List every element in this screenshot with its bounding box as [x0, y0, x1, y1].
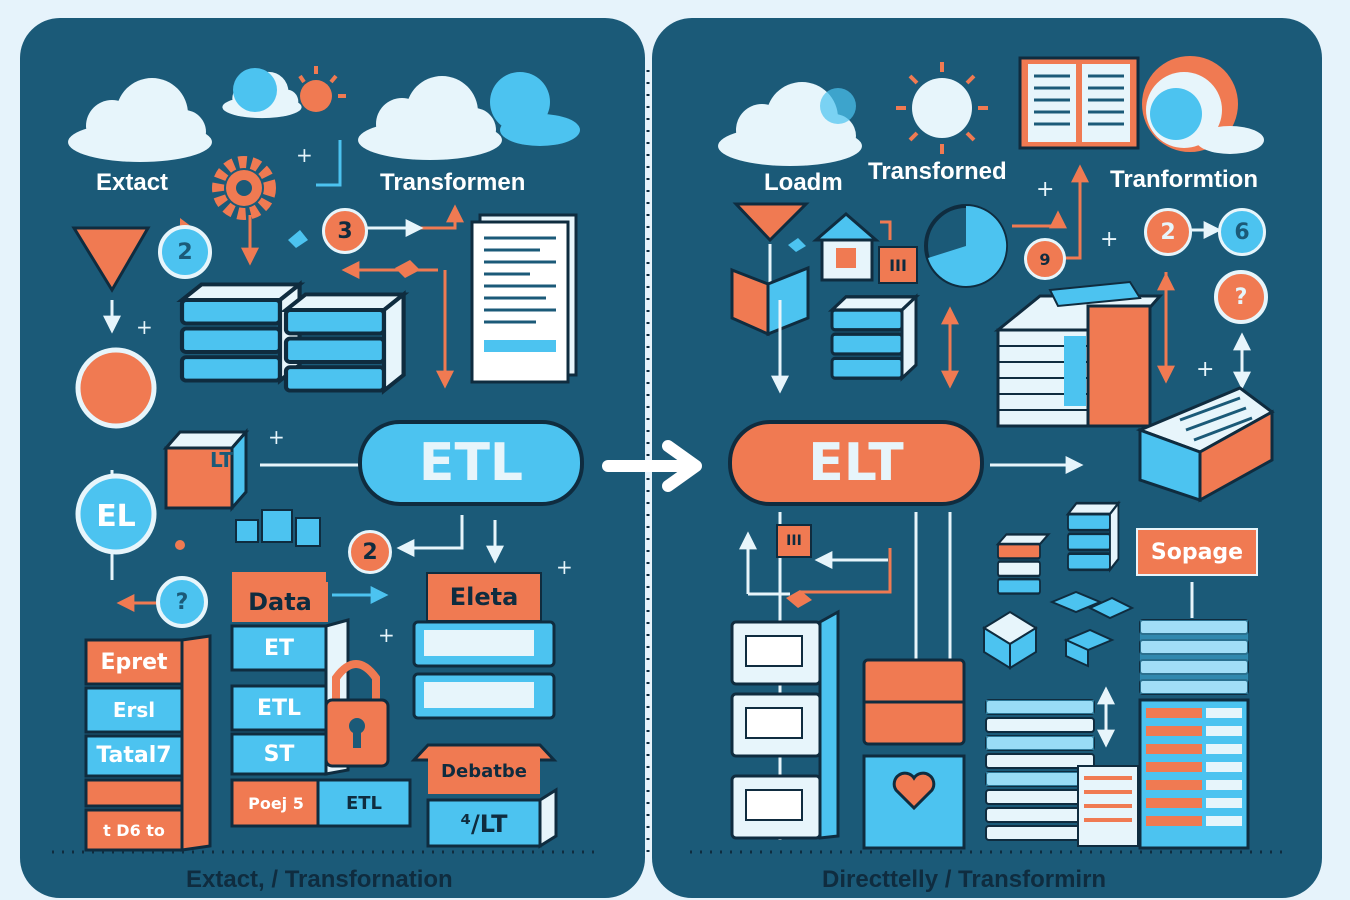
elt-footer: Directtelly / Transformirn — [822, 866, 1106, 894]
server-icon — [182, 284, 404, 390]
stack-row: ETL — [320, 782, 408, 824]
question-badge: ? — [1214, 270, 1268, 324]
transformation-label: Tranformtion — [1110, 166, 1258, 194]
transformed-label: Transforned — [868, 158, 1007, 186]
book-icon — [1020, 58, 1138, 148]
stack-row: Ersl — [88, 690, 180, 730]
eleta-tag: Eleta — [426, 572, 542, 622]
step-badge: 9 — [1024, 238, 1066, 280]
stack-row: Epret — [88, 642, 180, 682]
debatbe-tag: Debatbe — [428, 748, 540, 794]
etl-node: ETL — [358, 420, 584, 506]
stack-row: ST — [232, 734, 326, 774]
el-badge: EL — [78, 478, 154, 554]
server-icon — [166, 432, 246, 508]
load-label: Loadm — [764, 169, 843, 197]
svg-text:+: + — [1036, 177, 1054, 202]
svg-text:+: + — [1100, 227, 1118, 252]
pause-tag: III — [878, 246, 918, 284]
lt-box-label: ⁴/LT — [430, 806, 538, 842]
svg-text:+: + — [1196, 357, 1214, 382]
transform-label: Transformen — [380, 169, 525, 197]
step-badge: 3 — [322, 208, 368, 254]
lt-cube-label: LT — [210, 448, 233, 472]
document-icon — [472, 215, 576, 382]
server-icon — [832, 297, 916, 378]
question-badge: ? — [156, 576, 208, 628]
document-icon — [732, 612, 838, 838]
step-badge: 2 — [1144, 208, 1192, 256]
svg-text:+: + — [268, 425, 285, 449]
step-badge: 2 — [348, 530, 392, 574]
stack-row: Poej 5 — [234, 782, 318, 824]
svg-text:+: + — [136, 315, 153, 339]
svg-text:+: + — [378, 623, 395, 647]
database-icon — [926, 206, 1006, 286]
elt-node: ELT — [728, 420, 984, 506]
stack-row: ETL — [232, 688, 326, 728]
data-tag: Data — [232, 582, 328, 622]
sopage-tag: Sopage — [1136, 528, 1258, 576]
svg-text:+: + — [556, 555, 573, 579]
pause-tag: III — [776, 524, 812, 558]
extract-label: Extact — [96, 169, 168, 197]
stack-row: ET — [232, 628, 326, 668]
stack-row: t D6 to — [88, 812, 180, 848]
svg-text:+: + — [296, 143, 313, 167]
stack-row: Tatal7 — [88, 736, 180, 774]
etl-footer: Extact, / Transfornation — [186, 866, 453, 894]
step-badge: 6 — [1218, 208, 1266, 256]
database-icon — [1140, 620, 1248, 848]
step-badge: 2 — [158, 225, 212, 279]
